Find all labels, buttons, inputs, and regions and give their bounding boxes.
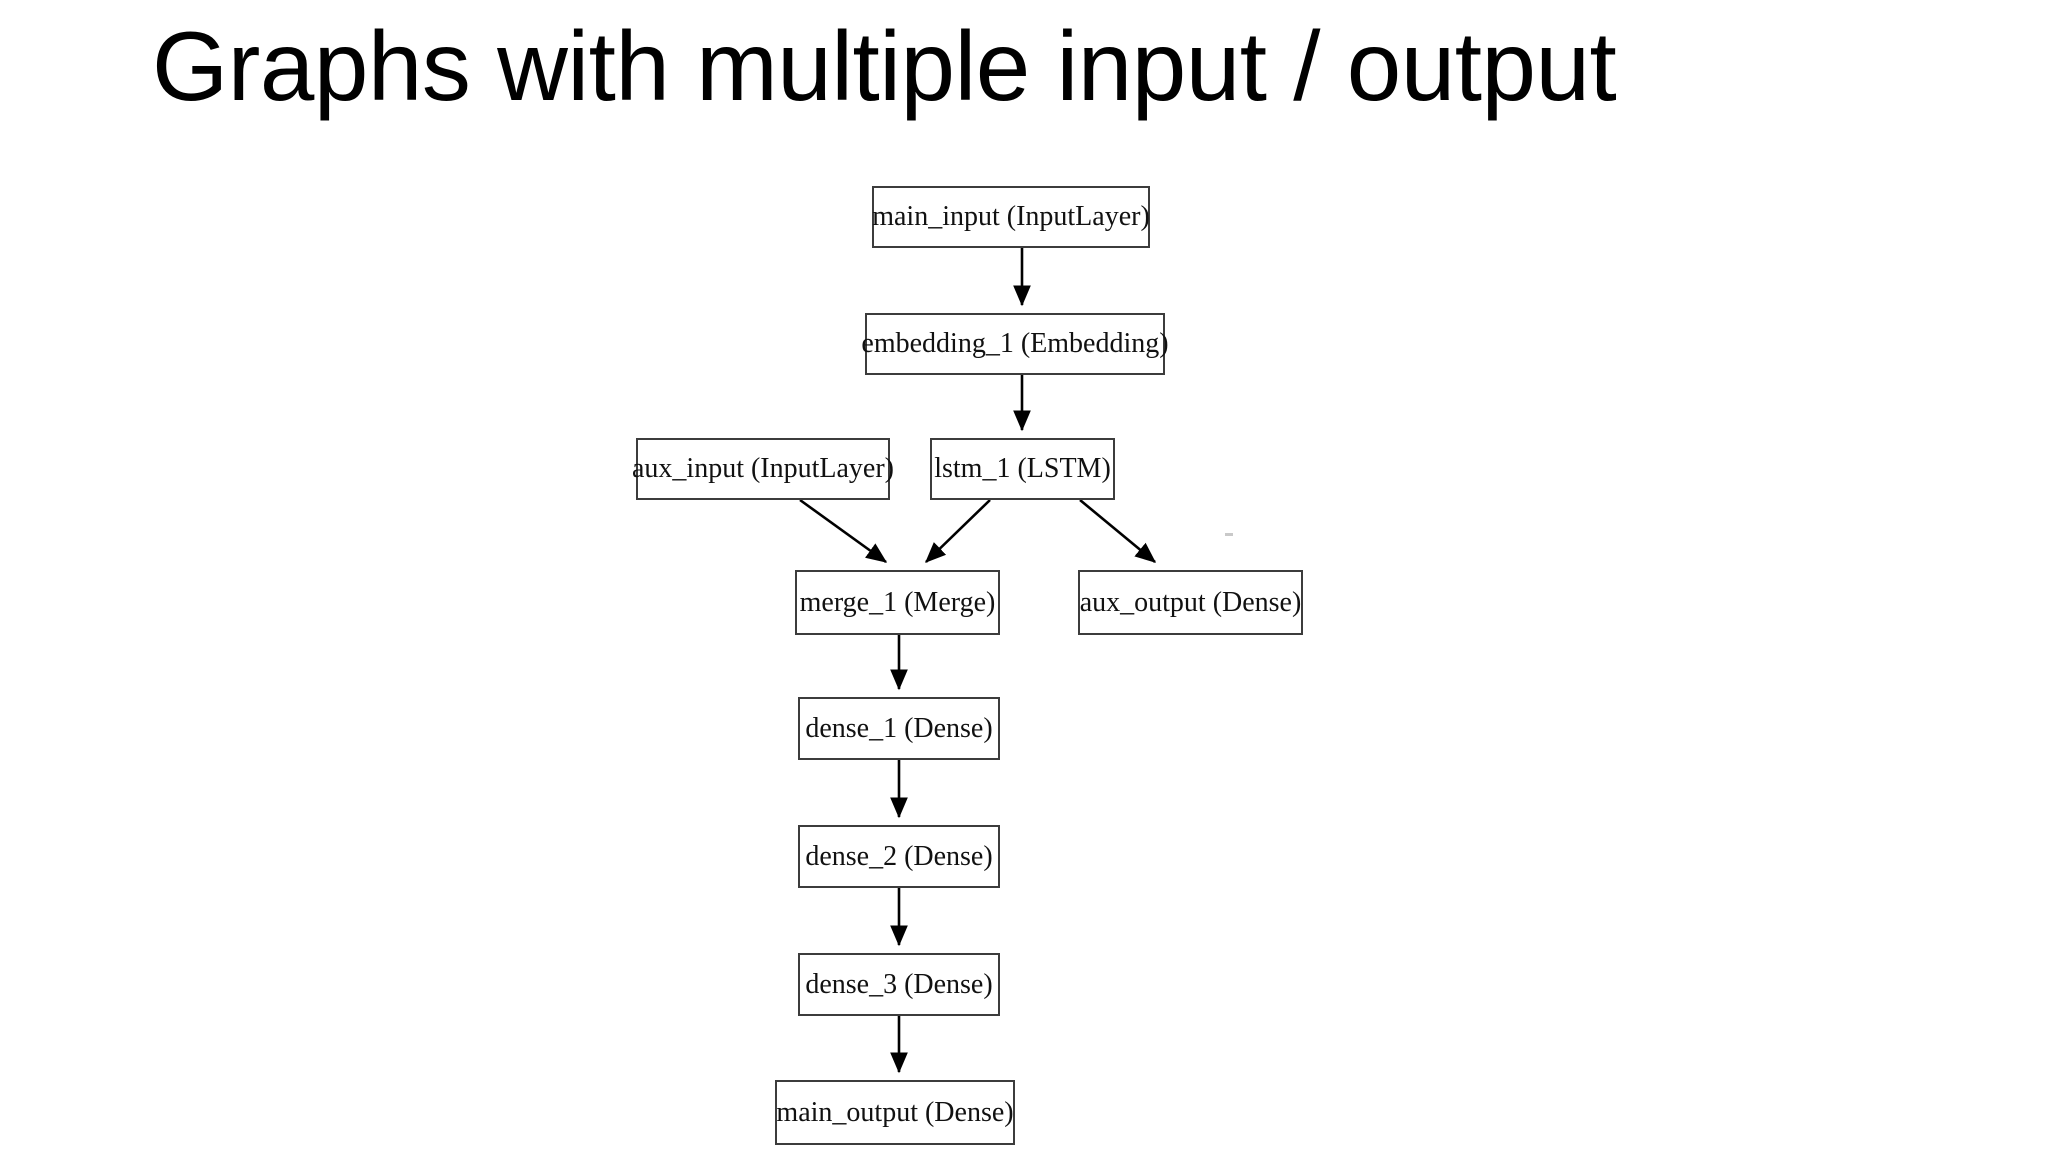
- graph-node-label: aux_input (InputLayer): [631, 453, 895, 484]
- graph-node-label: embedding_1 (Embedding): [861, 328, 1169, 359]
- graph-node-dense-1[interactable]: dense_1 (Dense): [798, 697, 1000, 760]
- graph-node-label: aux_output (Dense): [1079, 586, 1302, 618]
- edge-aux_input-merge_1: [799, 498, 888, 564]
- graph-node-main-input[interactable]: main_input (InputLayer): [872, 186, 1150, 248]
- graph-node-dense-3[interactable]: dense_3 (Dense): [798, 953, 1000, 1016]
- graph-node-aux-output[interactable]: aux_output (Dense): [1078, 570, 1303, 635]
- edge-lstm_1-aux_output: [1079, 498, 1157, 564]
- graph-node-label: lstm_1 (LSTM): [934, 453, 1111, 484]
- scan-artifact-speck: [1225, 533, 1233, 536]
- graph-node-label: dense_3 (Dense): [805, 968, 993, 1000]
- page-title: Graphs with multiple input / output: [152, 11, 1617, 121]
- graph-node-label: dense_1 (Dense): [805, 712, 993, 744]
- graph-node-label: merge_1 (Merge): [799, 586, 996, 618]
- graph-node-merge-1[interactable]: merge_1 (Merge): [795, 570, 1000, 635]
- edge-lstm_1-merge_1: [925, 499, 991, 563]
- graph-node-main-output[interactable]: main_output (Dense): [775, 1080, 1015, 1145]
- graph-node-label: main_output (Dense): [776, 1096, 1014, 1128]
- graph-node-dense-2[interactable]: dense_2 (Dense): [798, 825, 1000, 888]
- graph-node-lstm-1[interactable]: lstm_1 (LSTM): [930, 438, 1115, 500]
- graph-node-aux-input[interactable]: aux_input (InputLayer): [632, 438, 894, 500]
- graph-node-label: dense_2 (Dense): [805, 840, 993, 872]
- graph-node-label: main_input (InputLayer): [872, 201, 1150, 232]
- graph-node-embedding-1[interactable]: embedding_1 (Embedding): [861, 313, 1169, 375]
